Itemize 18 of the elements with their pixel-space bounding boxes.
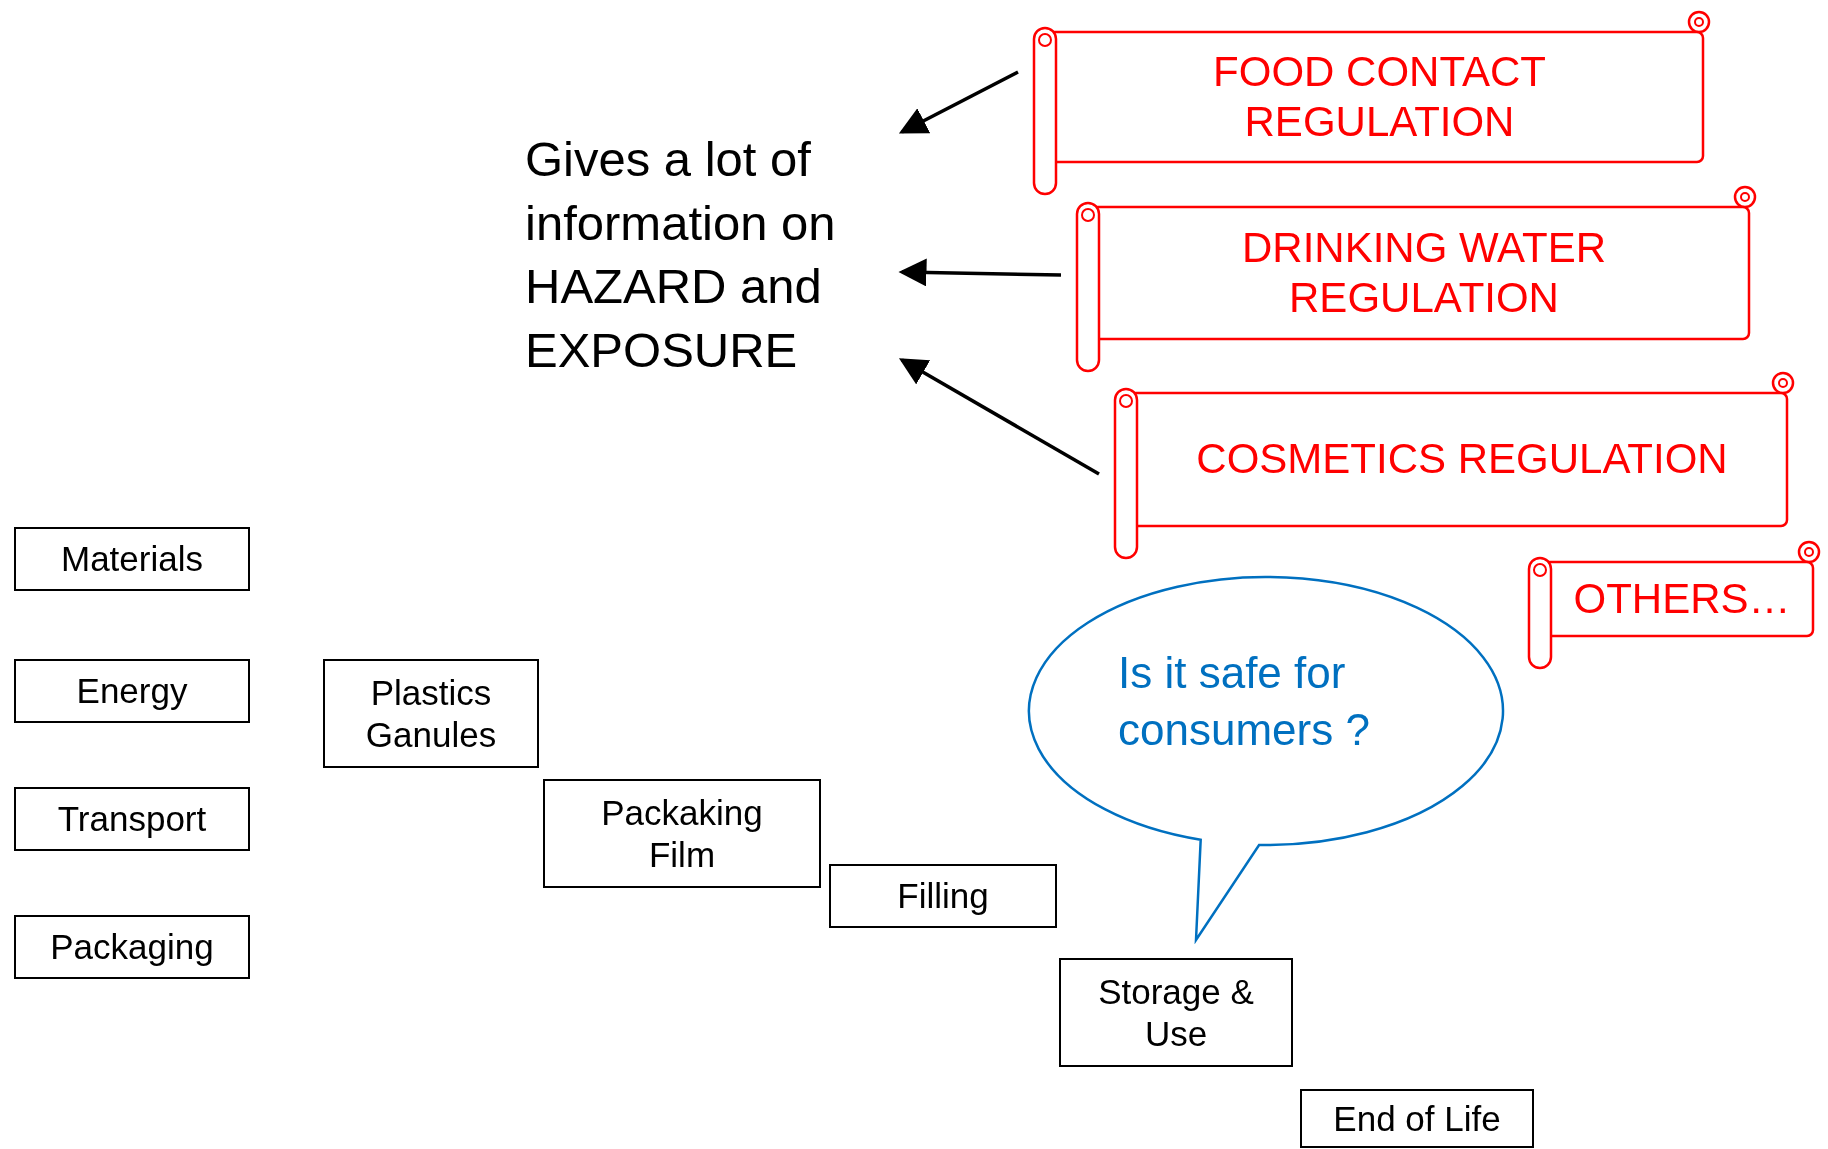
arrow xyxy=(898,358,1100,476)
regulation-label: DRINKING WATER REGULATION xyxy=(1241,222,1607,323)
process-box: Packaking Film xyxy=(543,779,821,888)
question-text: Is it safe for consumers ? xyxy=(1118,647,1371,757)
process-box: Storage & Use xyxy=(1059,958,1293,1067)
process-box: Materials xyxy=(14,527,250,591)
statement-text: Gives a lot of information on HAZARD and EXPOSURE xyxy=(525,131,837,380)
regulation-label: OTHERS… xyxy=(1572,573,1792,624)
arrow xyxy=(898,258,1062,287)
regulation-label: FOOD CONTACT REGULATION xyxy=(1212,46,1547,147)
process-box: Transport xyxy=(14,787,250,851)
process-box: Filling xyxy=(829,864,1057,928)
process-box: Energy xyxy=(14,659,250,723)
process-box: Plastics Ganules xyxy=(323,659,539,768)
arrow xyxy=(898,70,1019,134)
process-box: Packaging xyxy=(14,915,250,979)
process-box: End of Life xyxy=(1300,1089,1534,1148)
regulation-label: COSMETICS REGULATION xyxy=(1195,434,1729,485)
